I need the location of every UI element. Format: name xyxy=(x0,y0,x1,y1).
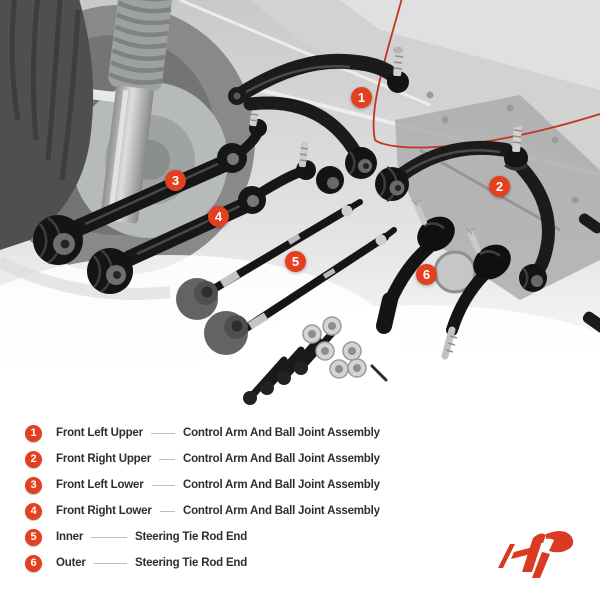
legend-badge: 6 xyxy=(25,554,42,572)
legend-row: 6 Outer Steering Tie Rod End xyxy=(25,550,445,576)
part-marker-1: 1 xyxy=(351,87,372,108)
legend-description: Steering Tie Rod End xyxy=(135,531,248,543)
upper-control-arm-left xyxy=(228,46,409,194)
legend-connector xyxy=(93,562,127,564)
legend-description: Control Arm And Ball Joint Assembly xyxy=(183,453,380,465)
lower-control-arm-left xyxy=(33,101,267,265)
legend-connector xyxy=(150,432,175,434)
upper-control-arm-right xyxy=(375,120,555,292)
part-marker-6: 6 xyxy=(416,264,437,285)
legend-description: Control Arm And Ball Joint Assembly xyxy=(183,505,380,517)
hardware-bolts-nuts xyxy=(243,316,388,405)
legend-description: Control Arm And Ball Joint Assembly xyxy=(183,479,380,491)
legend-label: Front Left Upper xyxy=(56,427,143,439)
part-marker-3: 3 xyxy=(165,170,186,191)
part-marker-4: 4 xyxy=(208,206,229,227)
legend-badge: 2 xyxy=(25,450,42,468)
legend-row: 4 Front Right Lower Control Arm And Ball… xyxy=(25,498,445,524)
legend-label: Inner xyxy=(56,531,84,543)
legend-label: Front Left Lower xyxy=(56,479,144,491)
legend-connector xyxy=(159,510,175,512)
parts-legend: 1 Front Left Upper Control Arm And Ball … xyxy=(25,420,445,576)
tire xyxy=(0,0,94,250)
legend-badge: 4 xyxy=(25,502,42,520)
outer-tie-rod-ends xyxy=(376,199,600,360)
part-marker-5: 5 xyxy=(285,251,306,272)
part-marker-2: 2 xyxy=(489,176,510,197)
legend-badge: 3 xyxy=(25,476,42,494)
legend-connector xyxy=(158,458,175,460)
legend-row: 1 Front Left Upper Control Arm And Ball … xyxy=(25,420,445,446)
legend-connector xyxy=(151,484,175,486)
legend-connector xyxy=(91,536,127,538)
legend-label: Front Right Lower xyxy=(56,505,152,517)
legend-label: Front Right Upper xyxy=(56,453,151,465)
legend-row: 3 Front Left Lower Control Arm And Ball … xyxy=(25,472,445,498)
suspension-scene xyxy=(0,0,600,430)
legend-badge: 1 xyxy=(25,424,42,442)
legend-description: Control Arm And Ball Joint Assembly xyxy=(183,427,380,439)
legend-description: Steering Tie Rod End xyxy=(135,557,248,569)
inner-tie-rods xyxy=(176,199,397,355)
legend-row: 2 Front Right Upper Control Arm And Ball… xyxy=(25,446,445,472)
product-photo: 1 2 3 4 5 6 xyxy=(0,0,600,430)
legend-label: Outer xyxy=(56,557,86,569)
legend-badge: 5 xyxy=(25,528,42,546)
legend-row: 5 Inner Steering Tie Rod End xyxy=(25,524,445,550)
red-accent-arc xyxy=(372,0,600,149)
strut xyxy=(100,0,174,224)
brand-logo-icon xyxy=(492,530,578,582)
